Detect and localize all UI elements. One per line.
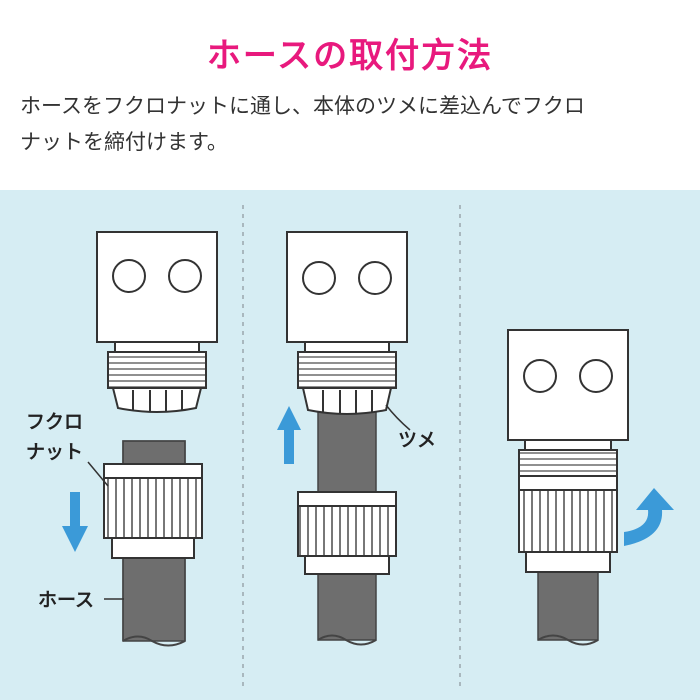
- diagram-panel: フクロ ナット ホース: [0, 190, 700, 700]
- page-title: ホースの取付方法: [206, 36, 494, 76]
- union-nut-1: [103, 463, 203, 559]
- union-nut-3: [518, 475, 618, 573]
- union-nut-2: [297, 491, 397, 575]
- claw-leader-line: [385, 404, 411, 431]
- connector-body-2: [286, 231, 408, 389]
- connector-body-3: [507, 329, 629, 477]
- hose-3: [537, 569, 599, 646]
- arrow-up: [277, 406, 301, 464]
- label-nut-line-1: フクロ: [26, 411, 83, 433]
- step-3: [507, 329, 674, 646]
- label-hose: ホース: [38, 589, 94, 611]
- diagram-canvas: フクロ ナット ホース: [0, 190, 700, 700]
- claws-2: [301, 387, 393, 415]
- description: ホースをフクロナットに通し、本体のツメに差込んでフクロ ナットを締付けます。: [20, 88, 685, 160]
- step-2: ツメ: [277, 231, 436, 646]
- rotate-arrow-icon: [624, 488, 674, 546]
- label-nut-line-2: ナット: [26, 441, 83, 463]
- description-line-1: ホースをフクロナットに通し、本体のツメに差込んでフクロ: [20, 94, 585, 118]
- step-1: フクロ ナット ホース: [26, 231, 218, 647]
- description-line-2: ナットを締付けます。: [20, 130, 228, 154]
- nut-leader-line: [87, 461, 109, 487]
- connector-body-1: [96, 231, 218, 413]
- arrow-down: [62, 492, 88, 552]
- label-claw: ツメ: [398, 429, 436, 451]
